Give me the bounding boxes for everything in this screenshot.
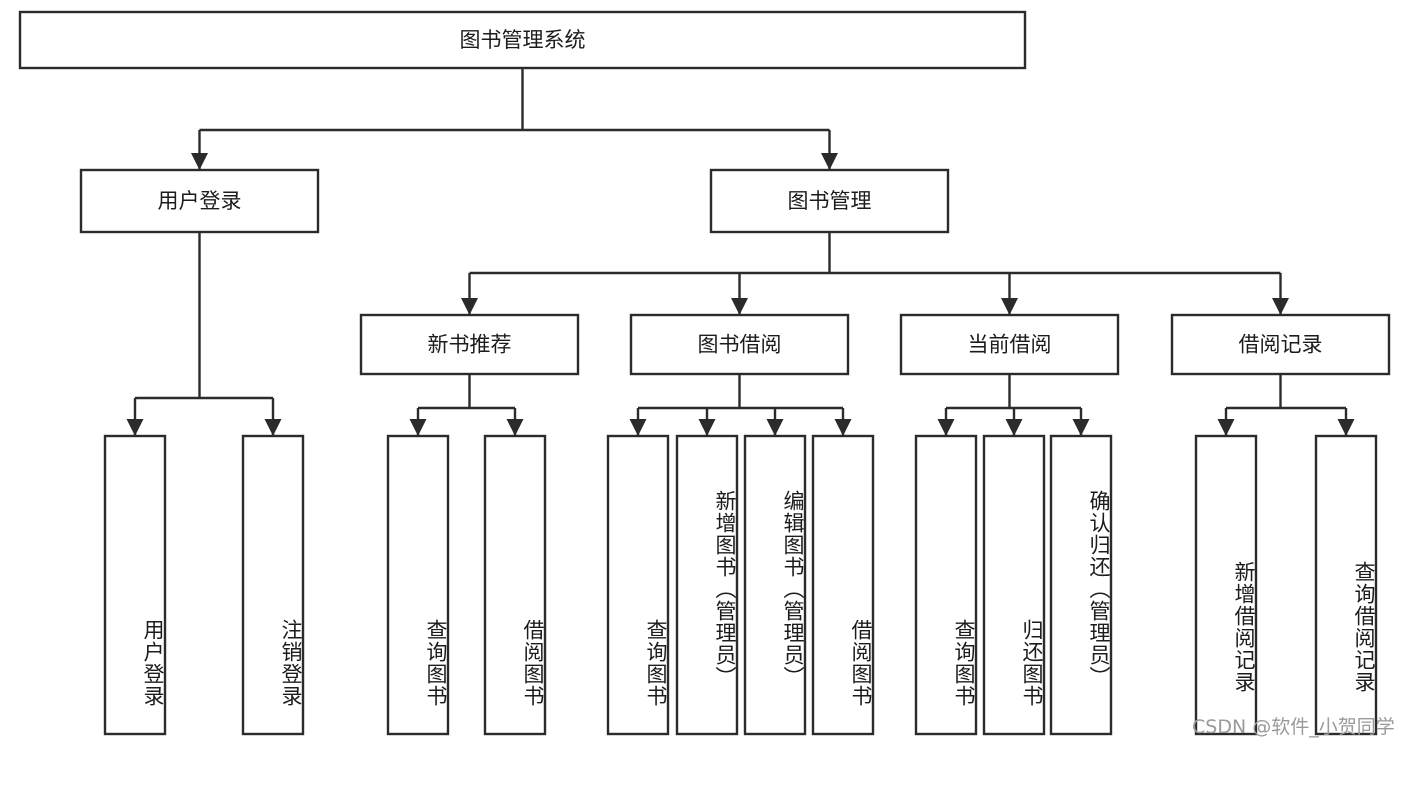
arrow-head <box>1001 298 1018 315</box>
node-box-leaf-add-book[interactable] <box>675 434 739 736</box>
node-box-borrow-record[interactable] <box>1170 313 1391 376</box>
node-box-leaf-query-book-2[interactable] <box>606 434 670 736</box>
node-box-leaf-add-record[interactable] <box>1194 434 1258 736</box>
arrow-head <box>1217 419 1235 436</box>
node-box-current-borrow[interactable] <box>899 313 1120 376</box>
arrow-head <box>1005 419 1023 436</box>
arrow-head <box>1272 298 1289 315</box>
node-box-leaf-borrow-book-1[interactable] <box>483 434 547 736</box>
node-label-borrow-record: 借阅记录 <box>1239 333 1323 357</box>
diagram-canvas: 图书管理系统用户登录图书管理新书推荐图书借阅当前借阅借阅记录 用户登录注销登录查… <box>18 10 1395 738</box>
node-label-book-manage: 图书管理 <box>788 189 872 213</box>
arrow-head <box>1072 419 1090 436</box>
csdn-watermark: CSDN @软件_小贺同学 <box>1192 716 1395 738</box>
arrow-head <box>191 153 208 170</box>
node-label-new-book-rec: 新书推荐 <box>428 333 512 357</box>
node-label-user-login: 用户登录 <box>158 189 242 213</box>
node-box-user-login[interactable] <box>79 168 320 234</box>
arrow-head <box>937 419 955 436</box>
arrow-head <box>821 153 838 170</box>
connector-layer <box>126 68 1355 436</box>
node-box-leaf-query-book-3[interactable] <box>914 434 978 736</box>
arrow-head <box>409 419 427 436</box>
arrow-head <box>264 419 282 436</box>
node-label-root: 图书管理系统 <box>460 28 586 52</box>
arrow-head <box>731 298 748 315</box>
arrow-head <box>506 419 524 436</box>
node-label-book-borrow: 图书借阅 <box>698 333 782 357</box>
arrow-head <box>629 419 647 436</box>
arrow-head <box>766 419 784 436</box>
node-box-book-manage[interactable] <box>709 168 950 234</box>
arrow-head <box>126 419 144 436</box>
node-box-leaf-logout-login[interactable] <box>241 434 305 736</box>
node-box-leaf-query-book-1[interactable] <box>386 434 450 736</box>
node-box-leaf-confirm-return[interactable] <box>1049 434 1113 736</box>
node-box-leaf-query-record[interactable] <box>1314 434 1378 736</box>
node-box-leaf-return-book[interactable] <box>982 434 1046 736</box>
node-box-root[interactable] <box>18 10 1027 70</box>
node-label-current-borrow: 当前借阅 <box>968 333 1052 357</box>
node-box-leaf-borrow-book-2[interactable] <box>811 434 875 736</box>
box-layer <box>18 10 1391 736</box>
node-box-leaf-user-login[interactable] <box>103 434 167 736</box>
arrow-head <box>461 298 478 315</box>
node-box-new-book-rec[interactable] <box>359 313 580 376</box>
arrow-head <box>834 419 852 436</box>
node-box-book-borrow[interactable] <box>629 313 850 376</box>
arrow-head <box>1337 419 1355 436</box>
node-box-leaf-edit-book[interactable] <box>743 434 807 736</box>
arrow-head <box>698 419 716 436</box>
